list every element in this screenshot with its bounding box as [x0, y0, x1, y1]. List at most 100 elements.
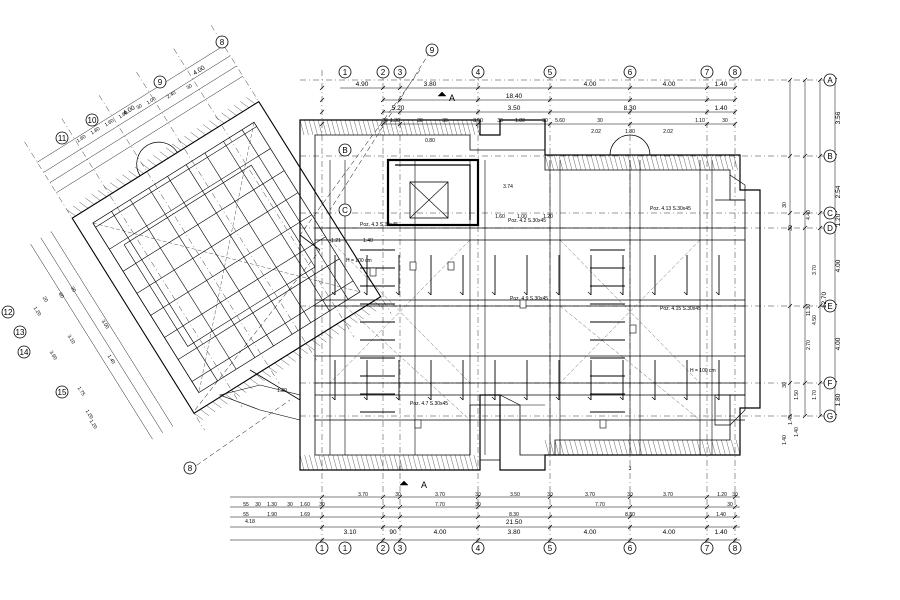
plan-path	[299, 119, 761, 471]
wing-wall	[92, 121, 361, 394]
wing-line	[241, 129, 349, 300]
axis-bubble: 14	[17, 345, 31, 359]
hatch-line	[678, 154, 683, 171]
wing-line	[196, 128, 206, 135]
hatch-line	[559, 439, 564, 456]
hatch-line	[452, 119, 458, 136]
dim-top-overall: 4.00	[584, 81, 597, 88]
axis-bubble: D	[823, 221, 837, 235]
hatch-line	[326, 119, 332, 136]
axis-label: 10	[88, 116, 97, 125]
axis-bubble: 5	[543, 65, 557, 79]
hatch-line	[376, 119, 381, 136]
dim-tick	[475, 504, 481, 510]
wing-line	[367, 304, 377, 312]
hatch-line	[344, 119, 350, 136]
dim-top-row3: 30	[442, 118, 448, 124]
dim-tick	[704, 514, 710, 520]
hatch-line	[443, 119, 449, 136]
wing-line	[24, 141, 205, 431]
wing-line	[37, 45, 224, 163]
axis-label: 6	[628, 68, 633, 77]
axis-bubble: A	[823, 73, 837, 87]
hatch-line	[346, 454, 352, 471]
dim-tick	[380, 494, 386, 500]
wing-line	[148, 187, 256, 358]
plan-path	[218, 384, 301, 421]
dim-tick	[704, 494, 710, 500]
wing-line	[43, 55, 231, 173]
dim-tick	[397, 514, 403, 520]
dim-tick	[397, 537, 403, 543]
wing-line	[110, 182, 120, 190]
dim-bottom-row3: 1.90	[267, 512, 277, 518]
dim-skew-left: 1.20	[32, 306, 42, 318]
hatch-line	[342, 454, 347, 471]
section-mark: A	[449, 93, 455, 103]
dim-skew-left: 3.10	[66, 334, 76, 346]
axis-bubble: 6	[623, 65, 637, 79]
axis-circle	[338, 65, 352, 79]
dim-tick	[547, 514, 553, 520]
dim-tick	[319, 85, 325, 91]
hatch-line	[313, 454, 319, 471]
dim-bottom-row1: 3.70	[358, 492, 368, 498]
dim-tick	[627, 97, 633, 103]
axis-label: F	[828, 379, 833, 388]
small-code: 3	[629, 466, 632, 472]
hatch-line	[650, 154, 655, 171]
axis-label: 8	[220, 38, 225, 47]
hatch-line	[579, 439, 584, 456]
dim-tick	[817, 225, 823, 231]
wing-line	[122, 174, 132, 182]
dim-top-row3: 1.10	[695, 118, 705, 124]
wing-line	[173, 48, 355, 338]
dim-tick	[547, 121, 553, 127]
dim-bottom-row1: 30	[395, 492, 401, 498]
dim-bottom-row3: 8.30	[625, 512, 635, 518]
rebar-tick	[395, 396, 400, 401]
hatch-line	[682, 154, 688, 171]
dim-top-row2: 3.50	[508, 105, 521, 112]
axis-circle	[393, 65, 407, 79]
dim-bottom-row1: 30	[547, 492, 553, 498]
dim-tick	[802, 210, 808, 216]
wing-line	[330, 328, 340, 335]
hatch-line	[554, 439, 559, 456]
dim-tick	[397, 494, 403, 500]
hatch-line	[600, 154, 605, 171]
hatch-line	[554, 154, 559, 171]
wing-line	[184, 136, 194, 143]
dim-bottom-row1: 30	[475, 492, 481, 498]
slab-diag	[329, 239, 471, 384]
hatch-line	[682, 439, 687, 456]
hatch-line	[677, 439, 682, 456]
hatch-line	[459, 454, 464, 471]
axis-label: 9	[158, 78, 163, 87]
hatch-line	[577, 154, 582, 171]
axis-circle	[315, 541, 329, 555]
hatch-line	[692, 154, 697, 171]
wing-line	[262, 370, 271, 378]
hatch-line	[360, 454, 366, 471]
dim-tick	[547, 494, 553, 500]
hatch-line	[544, 439, 550, 456]
hatch-line	[457, 119, 462, 136]
hatch-line	[590, 154, 596, 171]
dim-tick	[475, 537, 481, 543]
hatch-line	[726, 439, 731, 456]
rebar-tick	[651, 396, 656, 401]
hatch-line	[721, 439, 726, 456]
dim-top-overall: 4.90	[356, 81, 369, 88]
dim-tick	[802, 225, 808, 231]
rebar-tick	[715, 291, 720, 296]
hatch-line	[389, 454, 394, 471]
hatch-line	[445, 454, 450, 471]
axis-bubble: 12	[1, 305, 15, 319]
axis-bubble: 9	[153, 75, 167, 89]
dim-skew-row: 1.60	[76, 134, 88, 144]
axis-label: G	[827, 412, 833, 421]
dim-tick	[380, 514, 386, 520]
dim-bottom-row1: 3.50	[510, 492, 520, 498]
dim-right-total: 12.70	[821, 291, 828, 308]
